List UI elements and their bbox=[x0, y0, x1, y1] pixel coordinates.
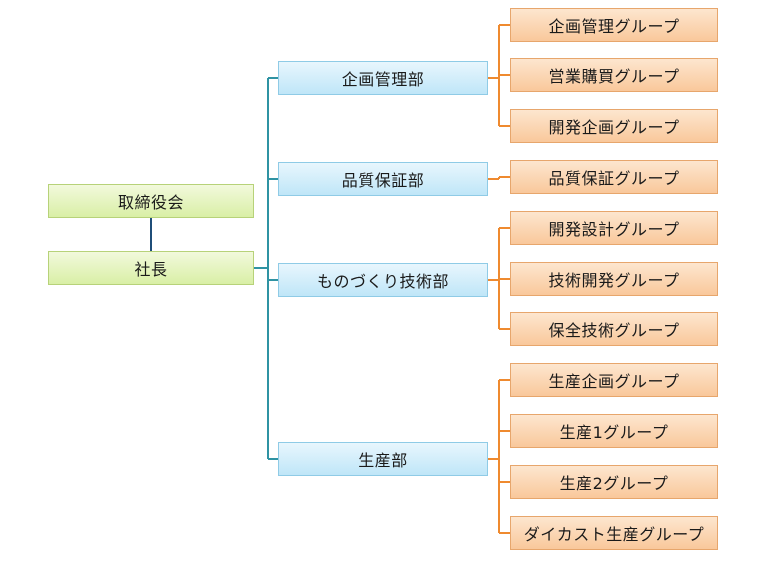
group-label: 開発設計グループ bbox=[548, 220, 680, 239]
dept-label: 生産部 bbox=[358, 451, 408, 470]
group-label: 生産企画グループ bbox=[548, 372, 680, 391]
board-of-directors-box: 取締役会 bbox=[48, 184, 254, 218]
president-label: 社長 bbox=[134, 260, 168, 279]
group-box: 開発設計グループ bbox=[510, 211, 718, 245]
group-box: 生産企画グループ bbox=[510, 363, 718, 397]
group-box: 企画管理グループ bbox=[510, 8, 718, 42]
group-box: 生産1グループ bbox=[510, 414, 718, 448]
group-box: 品質保証グループ bbox=[510, 160, 718, 194]
dept-box-quality: 品質保証部 bbox=[278, 162, 488, 196]
group-box: 保全技術グループ bbox=[510, 312, 718, 346]
dept-box-planning: 企画管理部 bbox=[278, 61, 488, 95]
dept-label: ものづくり技術部 bbox=[316, 272, 449, 291]
group-box: 技術開発グループ bbox=[510, 262, 718, 296]
group-label: 開発企画グループ bbox=[548, 118, 680, 137]
group-box: 生産2グループ bbox=[510, 465, 718, 499]
dept-label: 品質保証部 bbox=[341, 171, 425, 190]
group-label: 保全技術グループ bbox=[548, 321, 680, 340]
group-label: 品質保証グループ bbox=[548, 169, 680, 188]
group-label: 生産2グループ bbox=[559, 474, 669, 493]
board-label: 取締役会 bbox=[117, 193, 184, 212]
group-label: 生産1グループ bbox=[559, 423, 669, 442]
dept-label: 企画管理部 bbox=[341, 70, 425, 89]
group-box: ダイカスト生産グループ bbox=[510, 516, 718, 550]
dept-box-manufacturing-tech: ものづくり技術部 bbox=[278, 263, 488, 297]
dept-box-production: 生産部 bbox=[278, 442, 488, 476]
group-box: 営業購買グループ bbox=[510, 58, 718, 92]
group-box: 開発企画グループ bbox=[510, 109, 718, 143]
group-label: ダイカスト生産グループ bbox=[523, 525, 705, 544]
group-label: 技術開発グループ bbox=[548, 271, 680, 290]
group-label: 企画管理グループ bbox=[548, 17, 680, 36]
president-box: 社長 bbox=[48, 251, 254, 285]
group-label: 営業購買グループ bbox=[548, 67, 680, 86]
